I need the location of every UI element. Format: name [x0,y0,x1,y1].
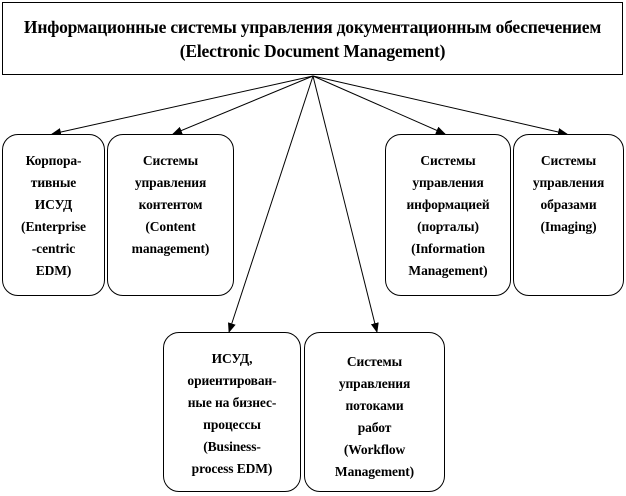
node-line: потоками [345,398,404,413]
node-line: -centric [31,241,76,256]
arrow-to-information [312,75,446,135]
node-line: контентом [138,197,203,212]
node-line: EDM) [35,263,72,278]
node-line: (порталы) [417,219,479,234]
node-line: управления [412,175,484,190]
node-line: образами [540,197,597,212]
node-line: (Information [411,241,485,256]
arrow-to-imaging [312,75,568,136]
node-line: ориентирован- [187,373,277,388]
node-line: ИСУД, [211,351,253,366]
node-information: Системы управления информацией (порталы)… [385,134,511,296]
node-line: тивные [30,175,77,190]
node-imaging: Системы управления образами (Imaging) [513,134,624,296]
node-line: management) [131,241,210,256]
node-corporate: Корпора- тивные ИСУД (Enterprise -centri… [2,134,105,296]
node-line: Корпора- [25,153,82,168]
node-line: Management) [408,263,488,278]
arrow-to-content [172,75,314,135]
node-line: Management) [334,464,415,479]
node-line: Системы [346,354,403,369]
root-title-line-2: (Electronic Document Management) [179,40,446,61]
node-line: ИСУД [34,197,73,212]
node-line: работ [357,420,392,435]
root-title-line-1: Информационные системы управления докуме… [23,16,602,37]
node-line: Системы [142,153,199,168]
node-line: (Content [145,219,196,234]
node-line: (Workflow [343,442,406,457]
node-line: управления [532,175,605,190]
node-line: (Business- [203,439,261,454]
node-workflow: Системы управления потоками работ (Workf… [304,332,445,492]
node-line: ные на бизнес- [187,395,277,410]
arrow-to-business-process [228,75,314,333]
node-line: process EDM) [191,461,273,476]
arrow-to-corporate [51,75,314,136]
node-content: Системы управления контентом (Content ma… [107,134,234,296]
node-line: управления [134,175,207,190]
arrow-to-workflow [312,75,379,333]
root-system-box: Информационные системы управления докуме… [2,2,623,75]
node-line: Системы [420,153,476,168]
node-line: информацией [406,197,490,212]
node-line: управления [338,376,411,391]
node-line: (Imaging) [540,219,597,234]
node-line: Системы [540,153,597,168]
node-line: процессы [203,417,261,432]
node-business-process: ИСУД, ориентирован- ные на бизнес- проце… [163,332,301,492]
node-line: (Enterprise [21,219,86,234]
